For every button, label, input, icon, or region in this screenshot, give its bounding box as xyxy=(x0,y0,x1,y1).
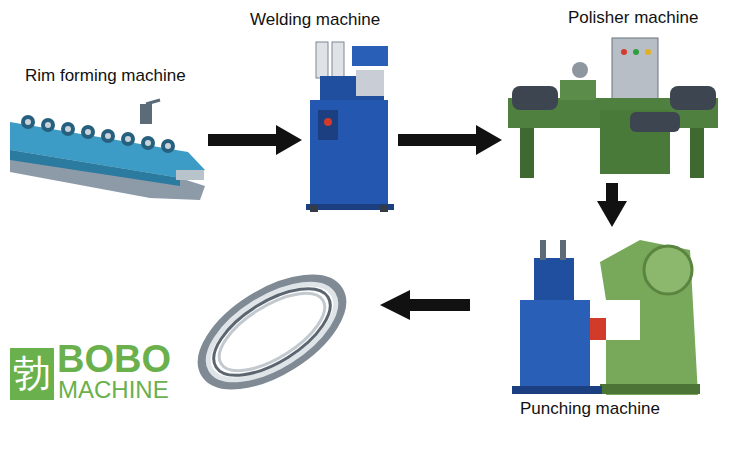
punching-illustration xyxy=(512,240,700,395)
welding-illustration xyxy=(306,42,394,212)
machine-node: Polisher machine xyxy=(505,35,720,180)
machine-node: Punching machine xyxy=(510,230,700,395)
logo-character: 勃 xyxy=(13,354,51,392)
logo-text: BOBO xyxy=(57,340,171,378)
flow-arrow xyxy=(380,290,470,320)
flow-arrow xyxy=(208,134,276,146)
machine-label: Punching machine xyxy=(520,399,660,419)
machine-label: Welding machine xyxy=(250,10,380,30)
machine-node: Welding machine xyxy=(305,40,395,212)
machine-label: Polisher machine xyxy=(568,8,698,28)
machine-label: Rim forming machine xyxy=(25,66,186,86)
rim-forming-illustration xyxy=(10,100,205,200)
flow-arrow xyxy=(606,183,618,201)
rim-illustration xyxy=(186,258,359,405)
polisher-illustration xyxy=(508,38,718,178)
flow-arrow xyxy=(398,134,476,146)
logo-text: MACHINE xyxy=(58,378,169,402)
machine-node: Rim forming machine xyxy=(8,100,205,200)
logo-square xyxy=(10,348,54,400)
